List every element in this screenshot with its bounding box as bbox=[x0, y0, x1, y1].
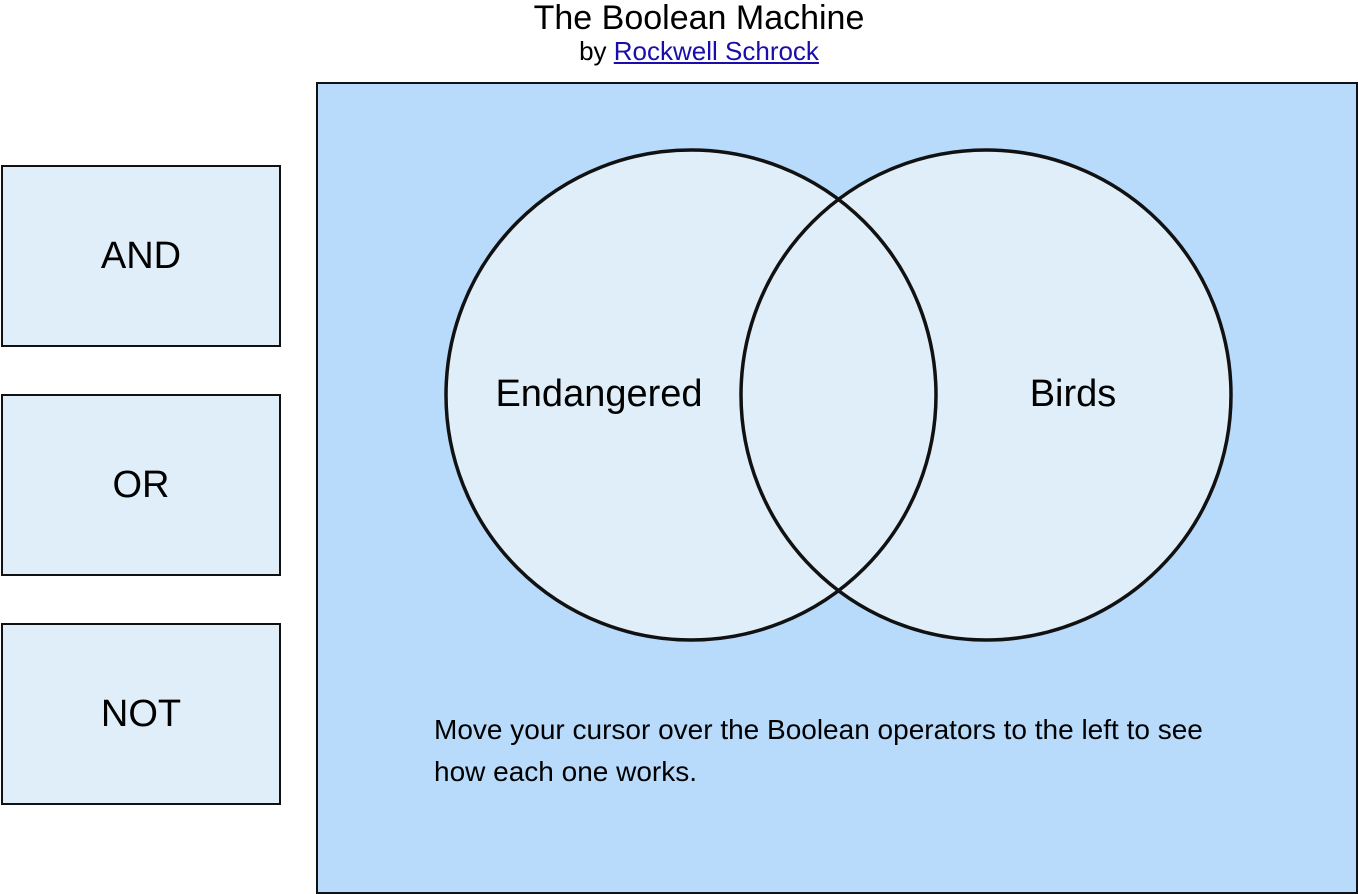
byline-prefix: by bbox=[579, 36, 607, 66]
venn-diagram: Endangered Birds bbox=[444, 148, 1233, 642]
byline: by Rockwell Schrock bbox=[0, 36, 1358, 66]
birds-circle-fill bbox=[741, 150, 1231, 640]
page-header: The Boolean Machine by Rockwell Schrock bbox=[0, 0, 1358, 66]
birds-circle bbox=[739, 148, 1233, 642]
and-operator-button[interactable]: AND bbox=[1, 165, 281, 347]
endangered-circle bbox=[444, 148, 938, 642]
or-operator-button[interactable]: OR bbox=[1, 394, 281, 576]
birds-label: Birds bbox=[1030, 373, 1117, 415]
venn-panel: Endangered Birds Move your cursor over t… bbox=[316, 82, 1358, 894]
not-operator-button[interactable]: NOT bbox=[1, 623, 281, 805]
page-title: The Boolean Machine bbox=[533, 0, 865, 37]
author-link[interactable]: Rockwell Schrock bbox=[613, 36, 819, 66]
instructions-text: Move your cursor over the Boolean operat… bbox=[434, 714, 1203, 787]
endangered-label: Endangered bbox=[495, 373, 702, 415]
